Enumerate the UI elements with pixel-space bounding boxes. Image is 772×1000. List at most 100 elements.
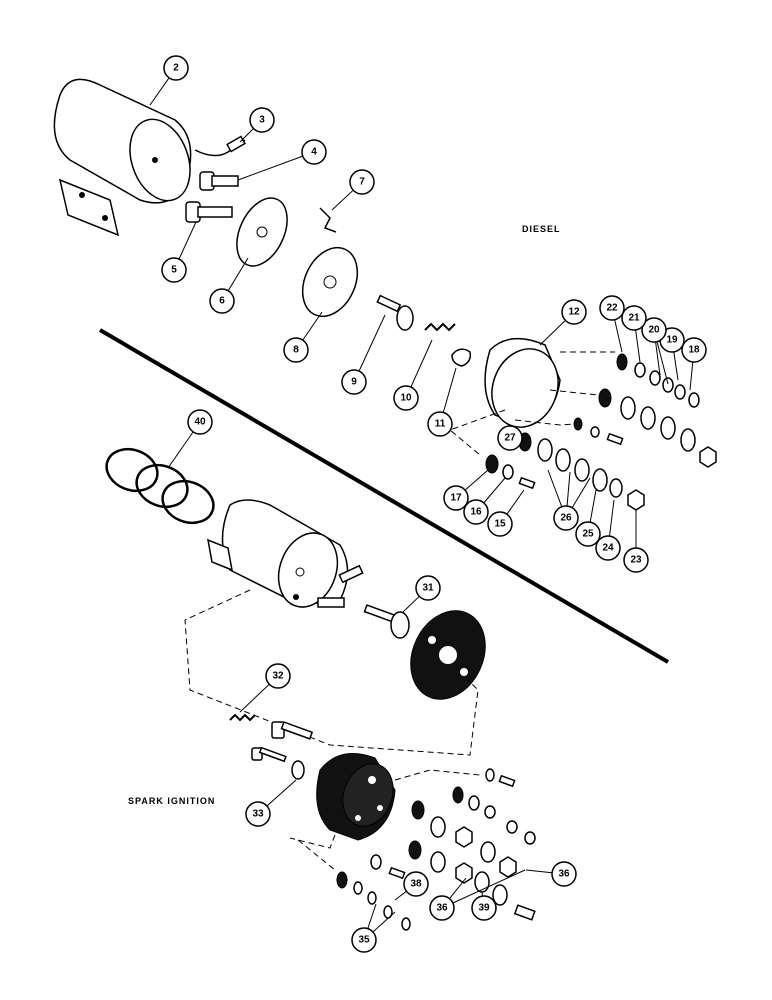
washer-stack-upper	[616, 353, 700, 408]
diesel-cover	[484, 337, 561, 428]
callout-circle-23	[623, 547, 649, 573]
leader-line	[237, 155, 303, 181]
callout-17: 17	[450, 493, 462, 504]
leader-line	[608, 499, 615, 537]
leader-line	[464, 469, 489, 491]
leader-line	[394, 890, 407, 901]
washer	[291, 760, 305, 780]
leader-line	[358, 314, 386, 372]
callout-27: 27	[504, 433, 516, 444]
callout-circle-20	[641, 317, 667, 343]
leader-line	[655, 341, 661, 376]
callout-36: 36	[436, 903, 448, 914]
callout-circle-22	[599, 295, 625, 321]
callout-8: 8	[293, 345, 299, 356]
callout-22: 22	[606, 303, 618, 314]
leader-line	[689, 361, 694, 391]
spark-cover	[316, 753, 396, 841]
terminal-bolt	[185, 201, 233, 223]
callout-circle-33	[245, 801, 271, 827]
leader-line	[372, 911, 396, 933]
callout-circle-36	[551, 861, 577, 887]
leader-line	[656, 341, 669, 385]
callouts: 2345678910111215161718192021222324252627…	[149, 55, 707, 953]
spring	[424, 322, 456, 332]
callout-circle-32	[265, 663, 291, 689]
callout-4: 4	[311, 147, 317, 158]
callout-circle-2	[163, 55, 189, 81]
callout-16: 16	[470, 507, 482, 518]
callout-11: 11	[435, 419, 446, 430]
callout-18: 18	[688, 345, 700, 356]
callout-36: 36	[558, 869, 570, 880]
callout-circle-11	[427, 411, 453, 437]
callout-circle-4	[301, 139, 327, 165]
callout-circle-16	[463, 499, 489, 525]
leader-line	[673, 351, 679, 381]
callout-5: 5	[171, 265, 177, 276]
terminal-stud	[199, 171, 239, 191]
callout-circle-38	[403, 871, 429, 897]
callout-38: 38	[410, 879, 422, 890]
callout-circle-31	[415, 575, 441, 601]
callout-24: 24	[602, 543, 614, 554]
callout-circle-5	[161, 257, 187, 283]
leader-line	[614, 319, 623, 353]
callout-10: 10	[400, 393, 412, 404]
spark-bolts	[251, 721, 314, 763]
leader-line	[483, 477, 506, 504]
callout-15: 15	[494, 519, 506, 530]
leader-line	[302, 311, 323, 341]
callout-20: 20	[648, 325, 660, 336]
callout-33: 33	[252, 809, 264, 820]
callout-circle-40	[187, 409, 213, 435]
label-spark-ignition: SPARK IGNITION	[128, 796, 215, 806]
leader-line	[449, 877, 467, 899]
leader-line	[266, 779, 297, 807]
callout-circle-3	[249, 107, 275, 133]
callout-12: 12	[568, 307, 580, 318]
washer-stack-lower	[485, 417, 645, 511]
callout-circle-27	[497, 425, 523, 451]
leader-line	[367, 903, 377, 929]
leader-line	[239, 128, 254, 143]
leader-line	[452, 869, 526, 904]
callout-circle-21	[621, 305, 647, 331]
callout-circle-24	[595, 535, 621, 561]
leader-line	[547, 469, 563, 507]
leader-line	[331, 189, 354, 211]
callout-2: 2	[173, 63, 179, 74]
callout-3: 3	[259, 115, 265, 126]
callout-circle-8	[283, 337, 309, 363]
callout-circle-18	[681, 337, 707, 363]
callout-23: 23	[630, 555, 642, 566]
callout-circle-10	[393, 385, 419, 411]
callout-25: 25	[582, 529, 594, 540]
callout-40: 40	[194, 417, 206, 428]
callout-9: 9	[351, 377, 357, 388]
callout-circle-9	[341, 369, 367, 395]
callout-19: 19	[666, 335, 678, 346]
spark-hardware	[336, 768, 536, 931]
leader-line	[227, 257, 249, 291]
washer-stack-middle	[598, 388, 717, 468]
cup	[451, 348, 472, 367]
callout-circle-15	[487, 511, 513, 537]
leader-line	[178, 221, 197, 260]
spark-spring	[229, 713, 256, 722]
leader-line	[167, 431, 194, 469]
leader-line	[525, 869, 553, 874]
callout-circle-6	[209, 288, 235, 314]
callout-39: 39	[478, 903, 490, 914]
leader-line	[410, 339, 433, 388]
leader-line	[402, 595, 420, 613]
leader-line	[635, 329, 641, 363]
callout-26: 26	[560, 513, 572, 524]
wire-lead	[194, 139, 246, 157]
spark-plunger	[363, 604, 410, 639]
leader-line	[571, 477, 591, 508]
leader-line	[442, 367, 457, 413]
leader-line	[149, 77, 170, 106]
leader-line	[506, 489, 525, 515]
